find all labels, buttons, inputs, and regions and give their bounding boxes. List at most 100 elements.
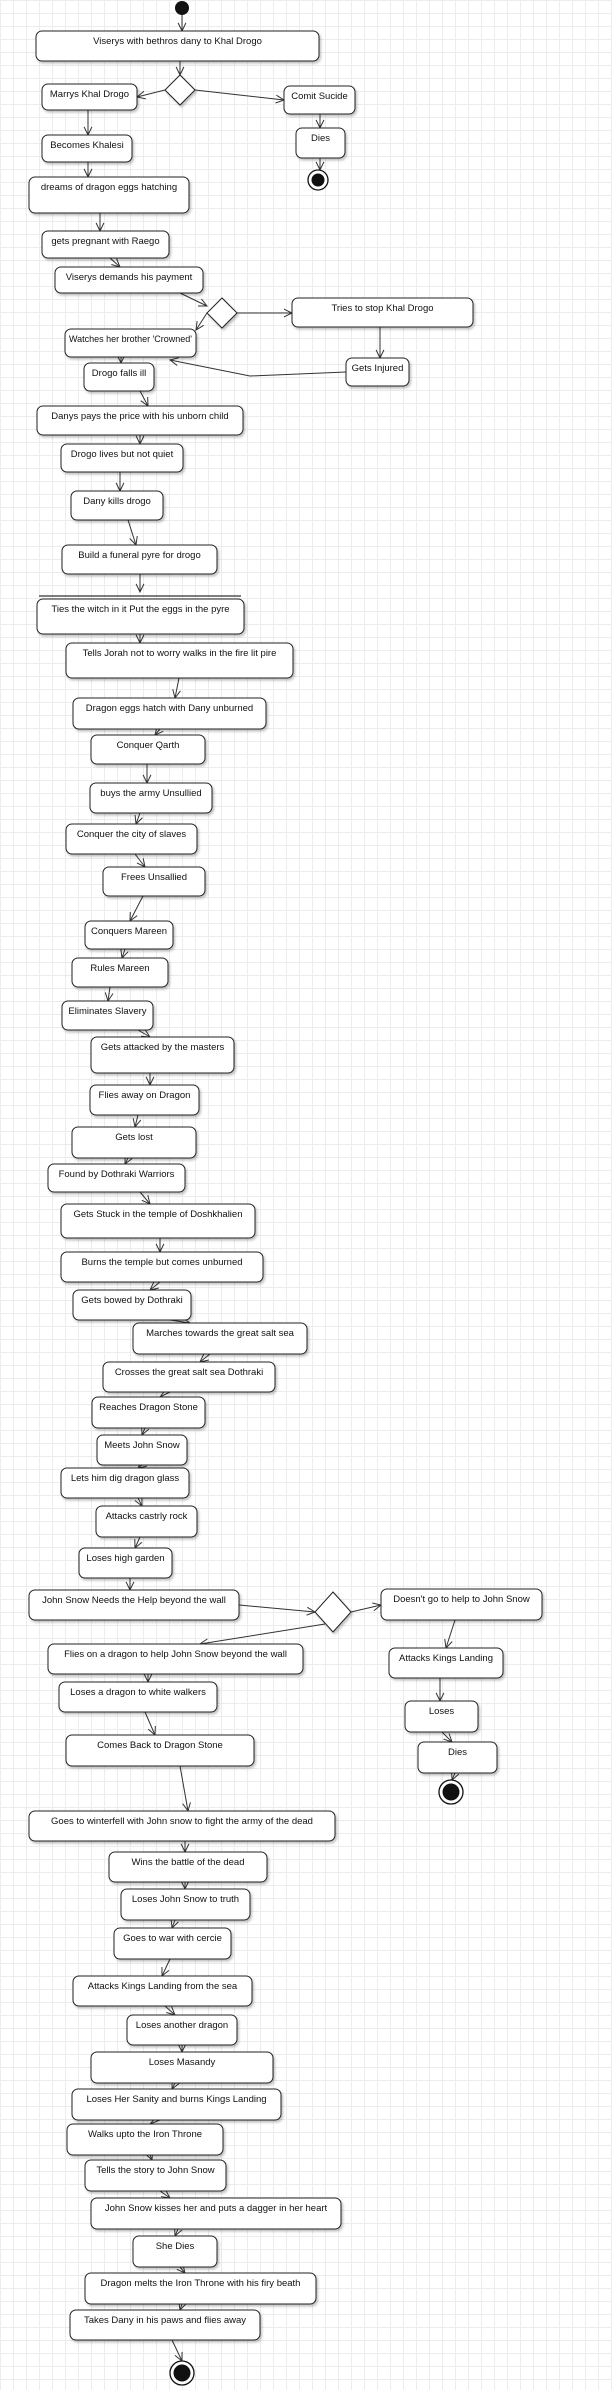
action-label: Attacks Kings Landing xyxy=(399,1653,493,1664)
action-box xyxy=(126,2014,238,2046)
action-label: Conquer the city of slaves xyxy=(77,829,187,840)
flow-arrow xyxy=(139,1191,151,1205)
action-node: Becomes Khalesi xyxy=(41,134,133,163)
flow-arrow xyxy=(144,1711,156,1737)
flow-arrow xyxy=(168,357,347,377)
action-node: Lets him dig dragon glass xyxy=(60,1467,190,1499)
action-box xyxy=(41,83,138,111)
action-node: Comes Back to Dragon Stone xyxy=(65,1734,255,1767)
action-label: Drogo falls ill xyxy=(92,368,146,379)
action-box xyxy=(70,490,164,521)
action-node: Conquer Qarth xyxy=(90,734,206,765)
flow-arrow xyxy=(179,1765,191,1813)
action-label: Reaches Dragon Stone xyxy=(99,1402,198,1413)
action-node: John Snow Needs the Help beyond the wall xyxy=(28,1589,240,1621)
action-label: Gets Stuck in the temple of Doshkhalien xyxy=(74,1209,243,1220)
action-node: Dragon melts the Iron Throne with his fi… xyxy=(84,2272,317,2305)
action-node: Frees Unsallied xyxy=(102,866,206,897)
action-label: Loses John Snow to truth xyxy=(132,1894,239,1905)
decision-node xyxy=(164,74,196,106)
initial-node xyxy=(175,1,189,15)
flow-arrow xyxy=(139,390,149,408)
flow-arrow xyxy=(104,986,114,1003)
action-box xyxy=(89,782,213,814)
action-box xyxy=(78,1547,173,1579)
action-label: Becomes Khalesi xyxy=(50,140,123,151)
action-label: Danys pays the price with his unborn chi… xyxy=(51,411,228,422)
action-box xyxy=(71,1126,197,1159)
action-label: Gets lost xyxy=(115,1132,153,1143)
action-label: Gets bowed by Dothraki xyxy=(81,1295,182,1306)
action-label: Loses Her Sanity and burns Kings Landing xyxy=(86,2094,266,2105)
action-node: Dies xyxy=(417,1741,498,1774)
action-node: Takes Dany in his paws and flies away xyxy=(69,2309,261,2341)
action-box xyxy=(388,1647,504,1679)
action-node: Gets bowed by Dothraki xyxy=(72,1289,192,1321)
action-node: Crosses the great salt sea Dothraki xyxy=(102,1361,276,1393)
flow-arrow xyxy=(237,308,294,318)
flow-arrow xyxy=(238,1604,317,1616)
action-node: Eliminates Slavery xyxy=(61,1000,154,1031)
action-box xyxy=(404,1700,479,1733)
flow-arrow xyxy=(180,1841,190,1854)
action-box xyxy=(41,230,170,259)
action-node: Gets lost xyxy=(71,1126,197,1159)
action-box xyxy=(84,2272,317,2305)
action-box xyxy=(61,1000,154,1031)
action-node: Drogo falls ill xyxy=(83,362,155,392)
action-box xyxy=(113,1927,232,1960)
action-node: Reaches Dragon Stone xyxy=(91,1396,206,1429)
action-box xyxy=(89,1084,200,1116)
action-label: Comes Back to Dragon Stone xyxy=(97,1740,223,1751)
action-node: Viserys with bethros dany to Khal Drogo xyxy=(35,30,320,62)
action-label: Drogo lives but not quiet xyxy=(71,449,174,460)
flow-arrow xyxy=(134,1536,143,1550)
action-label: Frees Unsallied xyxy=(121,872,187,883)
action-box xyxy=(36,405,244,436)
action-label: Ties the witch in it Put the eggs in the… xyxy=(51,604,229,615)
action-label: Tells Jorah not to worry walks in the fi… xyxy=(83,648,277,659)
action-box xyxy=(95,1505,198,1538)
action-node: She Dies xyxy=(132,2235,218,2268)
flow-arrow xyxy=(198,1623,326,1648)
action-node: Attacks castrly rock xyxy=(95,1505,198,1538)
action-label: Marches towards the great salt sea xyxy=(146,1328,295,1339)
action-label: Build a funeral pyre for drogo xyxy=(78,550,201,561)
action-label: Walks upto the Iron Throne xyxy=(88,2129,202,2140)
action-node: Doesn't go to help to John Snow xyxy=(380,1588,543,1621)
action-label: Attacks castrly rock xyxy=(106,1511,188,1522)
action-label: Meets John Snow xyxy=(104,1440,180,1451)
action-node: Conquers Mareen xyxy=(84,920,174,950)
action-box xyxy=(36,598,245,635)
action-box xyxy=(60,1467,190,1499)
action-box xyxy=(120,1888,251,1921)
action-node: Dies xyxy=(295,127,346,159)
decision-node xyxy=(314,1591,352,1633)
action-box xyxy=(84,2159,227,2192)
action-node: Gets Stuck in the temple of Doshkhalien xyxy=(60,1203,256,1239)
action-box xyxy=(60,1203,256,1239)
flow-arrow xyxy=(195,312,208,331)
action-box xyxy=(108,1851,268,1883)
action-box xyxy=(417,1741,498,1774)
action-label: Found by Dothraki Warriors xyxy=(59,1169,175,1180)
flow-arrow xyxy=(142,764,152,785)
action-box xyxy=(28,176,190,214)
flow-arrow xyxy=(143,1673,153,1684)
action-box xyxy=(58,1681,218,1713)
action-box xyxy=(65,642,294,679)
flow-arrow xyxy=(135,634,145,645)
action-node: Build a funeral pyre for drogo xyxy=(61,544,218,575)
action-box xyxy=(83,362,155,392)
action-box xyxy=(291,297,474,328)
flow-arrow xyxy=(83,162,93,179)
action-box xyxy=(102,1361,276,1393)
action-node: gets pregnant with Raego xyxy=(41,230,170,259)
action-label: Goes to winterfell with John snow to fig… xyxy=(51,1816,313,1827)
action-node: Loses another dragon xyxy=(126,2014,238,2046)
action-label: Loses xyxy=(429,1706,455,1717)
action-node: Loses xyxy=(404,1700,479,1733)
flow-arrow xyxy=(120,948,129,960)
flow-arrow xyxy=(172,677,181,700)
flow-arrow xyxy=(435,1678,445,1703)
